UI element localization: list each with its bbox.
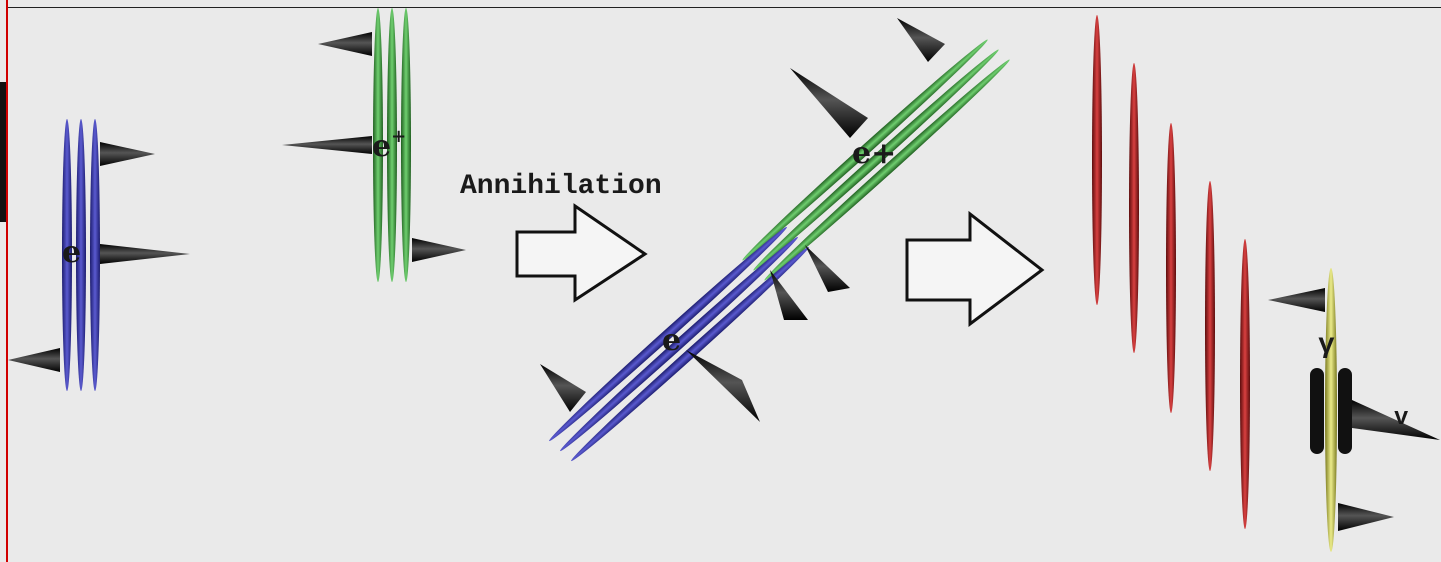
gamma-label: γ <box>1318 330 1335 361</box>
electron-label: e <box>62 235 81 270</box>
arrow-1-icon <box>517 206 645 300</box>
photon-train <box>1092 15 1250 529</box>
colliding-positron-label: e+ <box>852 136 896 171</box>
arrow-2-icon <box>907 214 1042 324</box>
gamma-wave <box>1325 268 1337 552</box>
colliding-electron-label: e <box>662 323 681 358</box>
colliding-spikes <box>540 18 945 422</box>
neutrino-label: v <box>1394 405 1408 432</box>
annihilation-label: Annihilation <box>460 171 662 202</box>
gamma-spikes <box>1268 288 1440 531</box>
